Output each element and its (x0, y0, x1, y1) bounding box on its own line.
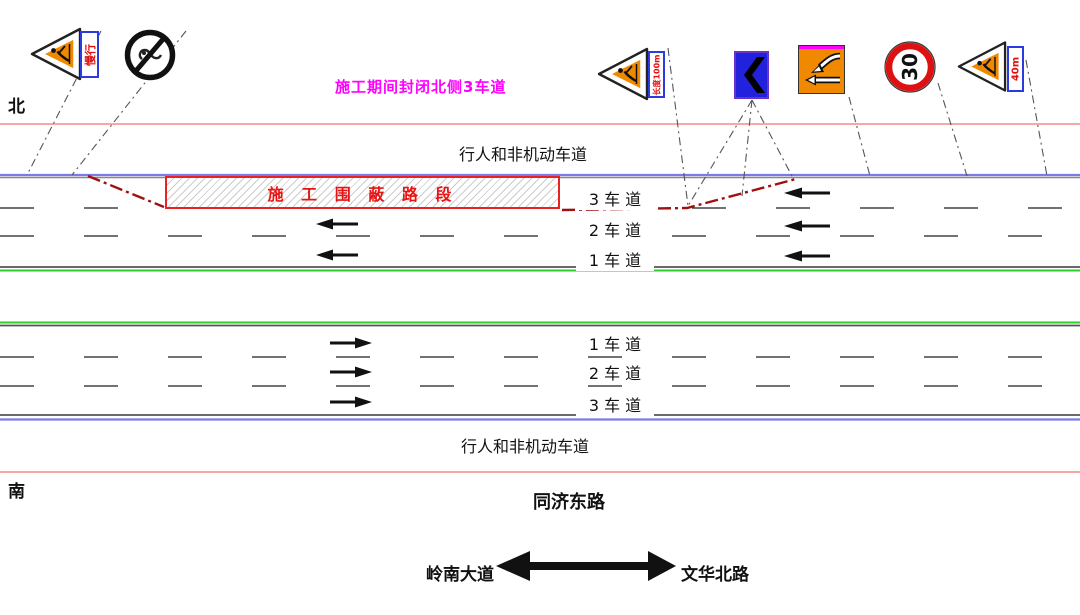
compass-north-label: 北 (8, 97, 25, 117)
roadwork-warning-sign-east: 长度100m (597, 47, 667, 101)
speed-limit-sign: 30 (884, 41, 936, 93)
chevron-guide-sign (734, 51, 769, 99)
north-sidewalk-label: 行人和非机动车道 (459, 145, 588, 164)
lane-label-north-3: 3 车 道 (576, 186, 654, 210)
distance-40m-plate: 40m (1007, 46, 1024, 92)
crossroad-east-label: 文华北路 (681, 565, 749, 585)
lane-merge-icon (805, 52, 841, 86)
north-flow-arrows (316, 187, 830, 262)
speed-limit-ring-icon (884, 41, 936, 93)
roadwork-triangle-icon (957, 41, 1007, 92)
lane-label-south-2: 2 车 道 (576, 360, 654, 384)
no-honking-sign (124, 29, 176, 81)
south-sidewalk-label: 行人和非机动车道 (461, 437, 590, 456)
compass-south-label: 南 (8, 482, 25, 502)
south-road-edge (0, 414, 1080, 421)
roadwork-warning-sign-west: 慢行 (30, 27, 100, 81)
direction-arrow (496, 551, 676, 581)
speed-limit-value: 30 (898, 53, 922, 81)
chevron-left-icon (744, 57, 765, 93)
construction-notice-text: 施工期间封闭北侧3车道 (335, 78, 507, 96)
roadwork-triangle-icon (597, 47, 649, 101)
south-flow-arrows (330, 337, 372, 408)
slow-plate: 慢行 (80, 31, 99, 78)
lane-merge-sign (798, 45, 845, 94)
length-100m-plate: 长度100m (648, 51, 665, 98)
roadwork-warning-sign-far-east: 40m (957, 40, 1027, 94)
south-lane-dividers (0, 356, 1080, 387)
north-lane-dividers (0, 207, 1080, 237)
lane-label-north-1: 1 车 道 (576, 247, 654, 271)
crossroad-west-label: 岭南大道 (426, 565, 494, 585)
lane-label-north-2: 2 车 道 (576, 217, 654, 241)
sidewalk-edge-lines (0, 123, 1080, 473)
lane-label-south-3: 3 车 道 (576, 392, 654, 416)
lane-label-south-1: 1 车 道 (576, 331, 654, 355)
construction-zone: 施 工 围 蔽 路 段 (165, 176, 560, 209)
construction-zone-label: 施 工 围 蔽 路 段 (267, 184, 458, 204)
roadwork-triangle-icon (30, 27, 82, 81)
median-lines (0, 266, 1080, 327)
road-name-label: 同济东路 (533, 492, 605, 513)
merge-sign-top-border (799, 46, 844, 49)
no-honking-icon (124, 29, 176, 81)
